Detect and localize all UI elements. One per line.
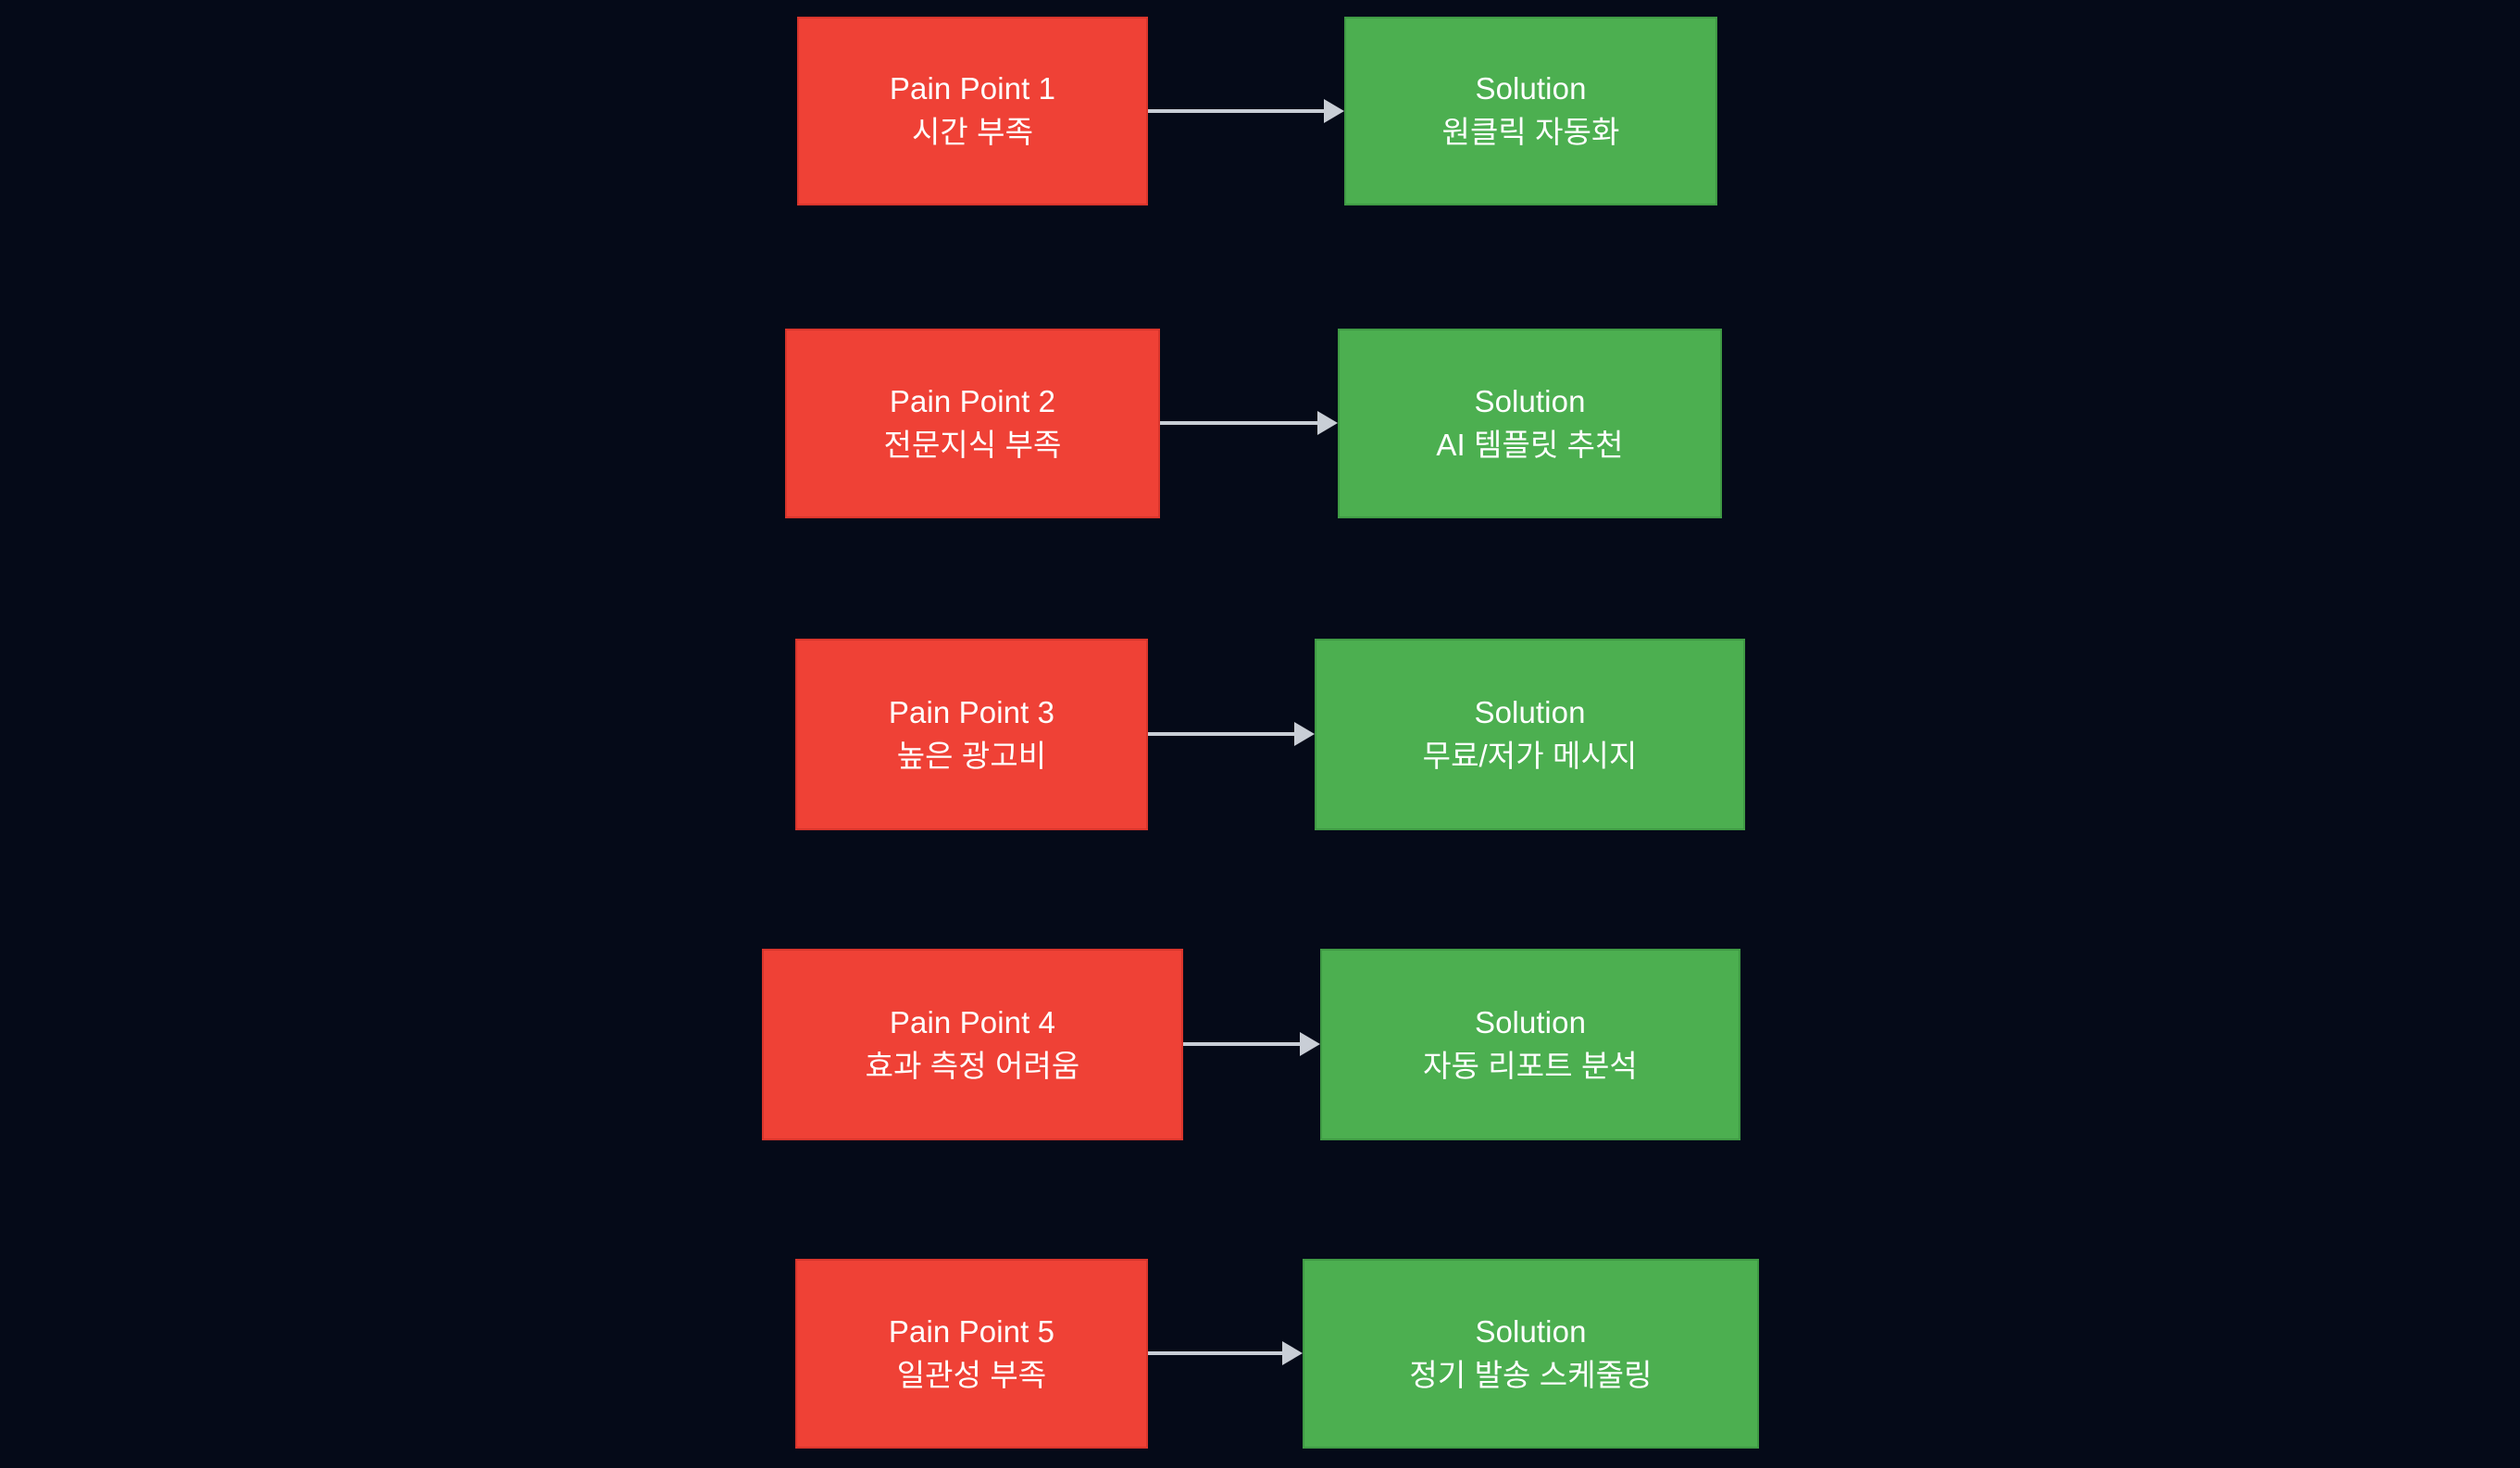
solution-label: Solution	[1475, 71, 1587, 106]
arrow-connector-2	[1160, 411, 1338, 435]
arrow-connector-3	[1148, 722, 1315, 746]
arrow-head-icon	[1294, 722, 1315, 746]
flow-row: Pain Point 1 시간 부족 Solution 원클릭 자동화	[0, 17, 2520, 205]
arrow-head-icon	[1317, 411, 1338, 435]
solution-description: 무료/저가 메시지	[1422, 738, 1638, 773]
solution-node-5[interactable]: Solution 정기 발송 스케줄링	[1303, 1259, 1759, 1449]
arrow-shaft	[1148, 109, 1324, 113]
pain-point-node-5[interactable]: Pain Point 5 일관성 부족	[795, 1259, 1148, 1449]
pain-point-node-1[interactable]: Pain Point 1 시간 부족	[797, 17, 1148, 205]
pain-point-node-2[interactable]: Pain Point 2 전문지식 부족	[785, 329, 1160, 518]
flow-row: Pain Point 2 전문지식 부족 Solution AI 템플릿 추천	[0, 329, 2520, 518]
pain-point-label: Pain Point 3	[888, 694, 1055, 729]
solution-label: Solution	[1474, 1004, 1587, 1039]
pain-point-description: 높은 광고비	[896, 738, 1047, 773]
solution-node-2[interactable]: Solution AI 템플릿 추천	[1338, 329, 1722, 518]
pain-point-label: Pain Point 1	[889, 71, 1056, 106]
solution-description: 자동 리포트 분석	[1423, 1048, 1638, 1083]
pain-point-description: 일관성 부족	[896, 1357, 1047, 1392]
arrow-shaft	[1148, 732, 1294, 736]
pain-point-label: Pain Point 4	[889, 1004, 1056, 1039]
flow-row: Pain Point 5 일관성 부족 Solution 정기 발송 스케줄링	[0, 1259, 2520, 1449]
pain-point-node-4[interactable]: Pain Point 4 효과 측정 어려움	[762, 949, 1183, 1140]
pain-point-description: 시간 부족	[911, 115, 1034, 149]
solution-label: Solution	[1474, 383, 1586, 418]
arrow-connector-5	[1148, 1341, 1303, 1365]
pain-point-description: 효과 측정 어려움	[865, 1048, 1080, 1083]
arrow-head-icon	[1300, 1032, 1320, 1056]
arrow-shaft	[1160, 421, 1317, 425]
solution-description: 원클릭 자동화	[1441, 115, 1620, 149]
pain-point-label: Pain Point 5	[888, 1313, 1055, 1349]
arrow-shaft	[1148, 1351, 1282, 1355]
arrow-connector-4	[1183, 1032, 1320, 1056]
pain-point-description: 전문지식 부족	[883, 427, 1062, 462]
arrow-head-icon	[1324, 99, 1344, 123]
pain-point-label: Pain Point 2	[889, 383, 1056, 418]
solution-label: Solution	[1474, 694, 1586, 729]
solution-description: AI 템플릿 추천	[1436, 427, 1624, 462]
flow-row: Pain Point 4 효과 측정 어려움 Solution 자동 리포트 분…	[0, 949, 2520, 1140]
solution-description: 정기 발송 스케줄링	[1409, 1357, 1653, 1392]
solution-node-4[interactable]: Solution 자동 리포트 분석	[1320, 949, 1740, 1140]
arrow-head-icon	[1282, 1341, 1303, 1365]
arrow-connector-1	[1148, 99, 1344, 123]
arrow-shaft	[1183, 1042, 1300, 1046]
pain-point-node-3[interactable]: Pain Point 3 높은 광고비	[795, 639, 1148, 830]
flow-row: Pain Point 3 높은 광고비 Solution 무료/저가 메시지	[0, 639, 2520, 830]
solution-label: Solution	[1475, 1313, 1587, 1349]
solution-node-1[interactable]: Solution 원클릭 자동화	[1344, 17, 1717, 205]
solution-node-3[interactable]: Solution 무료/저가 메시지	[1315, 639, 1745, 830]
